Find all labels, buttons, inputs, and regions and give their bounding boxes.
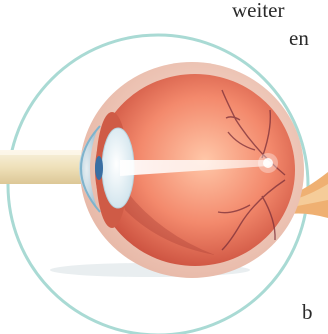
iris	[95, 156, 103, 180]
